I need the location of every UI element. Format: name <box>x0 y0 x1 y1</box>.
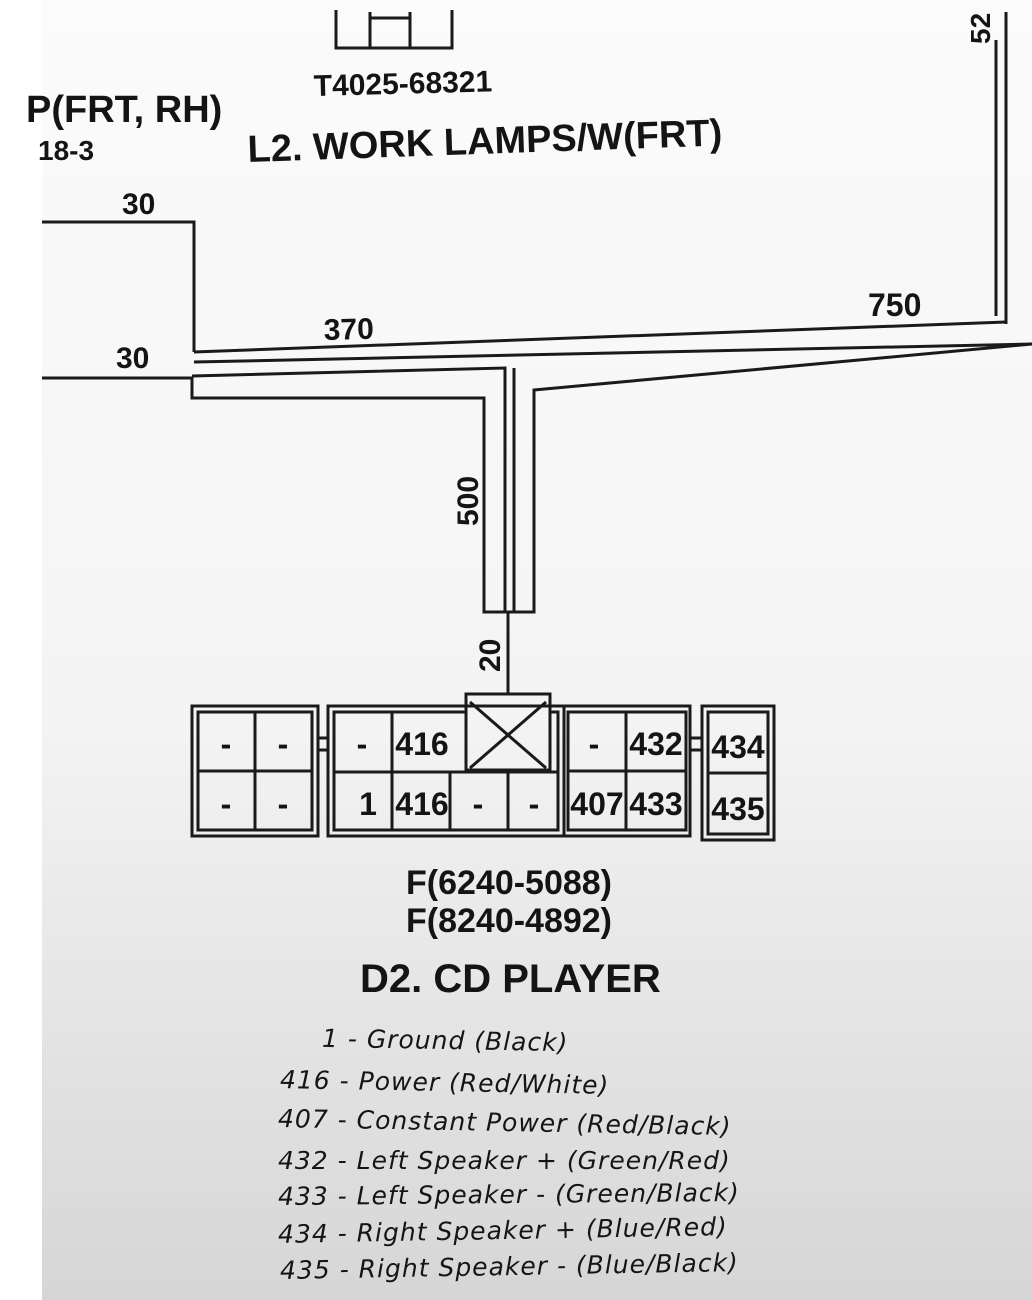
pin-label: 407 <box>570 786 623 822</box>
note-desc: Power (Red/White) <box>358 1066 610 1100</box>
note-pin: 433 <box>277 1181 329 1212</box>
connector-far-right-block-outer <box>700 704 776 842</box>
pin-label: 416 <box>395 786 448 822</box>
top-left-title-fragment: P(FRT, RH) <box>26 89 222 131</box>
connector-left-block-grid <box>198 712 312 830</box>
note-desc: Ground (Black) <box>366 1024 569 1058</box>
work-lamps-title: L2. WORK LAMPS/W(FRT) <box>247 112 723 171</box>
pin-label: - <box>589 726 600 762</box>
cd-player-title: D2. CD PLAYER <box>360 957 661 1001</box>
pin-label: - <box>473 786 484 822</box>
note-pin: 434 <box>277 1219 329 1249</box>
pin-label: 1 <box>359 786 377 822</box>
right-edge-wires <box>994 12 1008 324</box>
note-line: 1 - Ground (Black) <box>321 1023 569 1058</box>
pin-label: 416 <box>395 726 448 762</box>
wire-length-middle: 370 <box>323 313 374 347</box>
work-lamp-connector-fragment <box>334 10 454 50</box>
wire-length-vertical: 500 <box>452 476 485 526</box>
connector-right-block-grid <box>568 712 686 830</box>
wire-upper-left <box>42 220 196 352</box>
note-desc: Left Speaker - (Green/Black) <box>356 1177 740 1211</box>
wire-length-lower-left: 30 <box>116 342 149 375</box>
wire-length-connector: 20 <box>474 639 507 672</box>
cd-player-part-number-2: F(8240-4892) <box>406 902 612 940</box>
connector-center-block-grid <box>390 712 510 830</box>
note-pin: 407 <box>277 1104 329 1134</box>
pin-label: - <box>278 786 289 822</box>
wire-mid-split <box>191 366 516 612</box>
note-desc: Left Speaker + (Green/Red) <box>356 1146 731 1175</box>
connector-center-block-inner <box>332 710 560 832</box>
connector-key <box>464 692 552 772</box>
note-pin: 1 <box>321 1023 340 1054</box>
connector-right-block-outer <box>562 704 692 838</box>
pin-label: 432 <box>629 726 682 762</box>
cd-player-part-number-1: F(6240-5088) <box>406 864 612 902</box>
note-pin: 435 <box>279 1255 331 1286</box>
pin-label: - <box>529 786 540 822</box>
wire-370-750 <box>193 320 1007 354</box>
top-right-number-fragment: 52 <box>965 13 996 44</box>
connector-key-cross <box>466 700 550 770</box>
note-pin: 416 <box>279 1065 331 1096</box>
pin-label: 435 <box>711 791 764 827</box>
wire-lower-left <box>42 342 1032 614</box>
pin-label: 434 <box>711 729 765 765</box>
note-pin: 432 <box>278 1146 329 1175</box>
note-line: 416 - Power (Red/White) <box>279 1065 610 1100</box>
connector-left-block-outer <box>190 704 320 838</box>
wire-length-right: 750 <box>868 287 921 323</box>
pin-label: - <box>278 726 289 762</box>
pin-label: 433 <box>629 786 682 822</box>
paper-page <box>42 0 1032 1300</box>
note-line: 433 - Left Speaker - (Green/Black) <box>277 1177 740 1212</box>
top-left-code-fragment: 18-3 <box>38 135 94 166</box>
pin-label: - <box>221 726 232 762</box>
connector-latch-left <box>318 736 328 752</box>
work-lamps-part-number: T4025-68321 <box>313 65 492 103</box>
note-line: 432 - Left Speaker + (Green/Red) <box>278 1146 731 1175</box>
wire-length-upper-left: 30 <box>122 188 155 221</box>
connector-latch-right <box>690 736 702 752</box>
pin-label: - <box>357 726 368 762</box>
pin-label: - <box>221 786 232 822</box>
wire-370-750-lower <box>193 342 1032 364</box>
